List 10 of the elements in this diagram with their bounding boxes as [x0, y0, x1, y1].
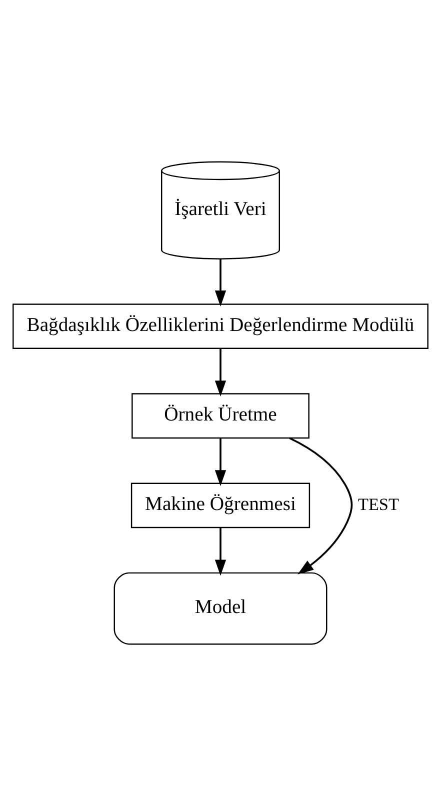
node-box: Makine Öğrenmesi [130, 482, 310, 528]
arrow [214, 528, 226, 576]
arrow [214, 438, 226, 486]
edge-label: TEST [358, 494, 399, 514]
arrow [289, 437, 353, 574]
arrow [214, 259, 226, 307]
arrow [214, 348, 226, 397]
node-box: Model [114, 572, 328, 645]
node-box: Bağdaşıklık Özelliklerini Değerlendirme Modülü [12, 304, 428, 350]
node-box: Örnek Üretme [132, 393, 310, 439]
